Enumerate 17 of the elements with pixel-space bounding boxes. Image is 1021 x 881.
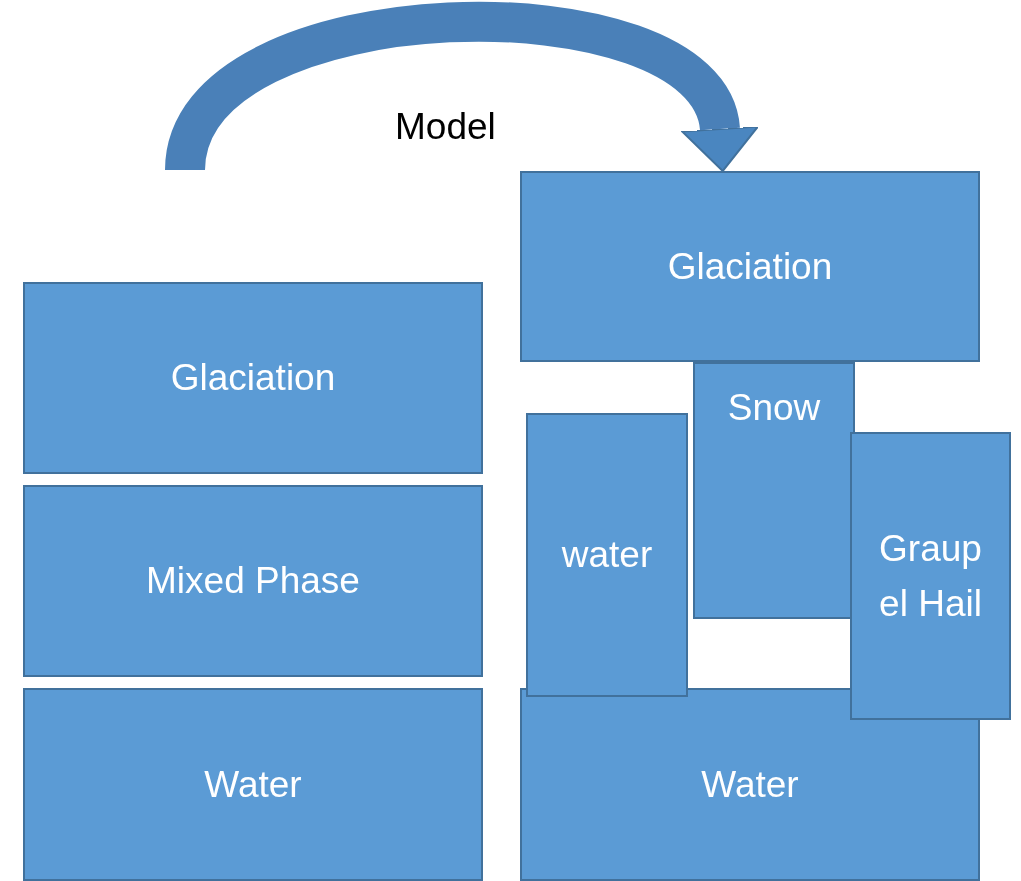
process-box xyxy=(850,432,1011,720)
process-box xyxy=(526,413,688,697)
box-label: Water xyxy=(204,762,302,807)
box-label: Mixed Phase xyxy=(146,559,360,604)
box-label: Glaciation xyxy=(667,244,833,289)
box-label: Water xyxy=(701,762,799,807)
box-label: Graupel Hail xyxy=(878,526,983,626)
process-box xyxy=(23,282,483,474)
box-label: Glaciation xyxy=(170,356,336,401)
box-label: water xyxy=(561,533,653,578)
process-box xyxy=(693,362,855,619)
process-box xyxy=(23,688,483,881)
edge-label: Model xyxy=(395,106,496,148)
process-box xyxy=(520,688,980,881)
process-box xyxy=(23,485,483,677)
process-box xyxy=(520,171,980,362)
box-label: Snow xyxy=(727,386,821,430)
